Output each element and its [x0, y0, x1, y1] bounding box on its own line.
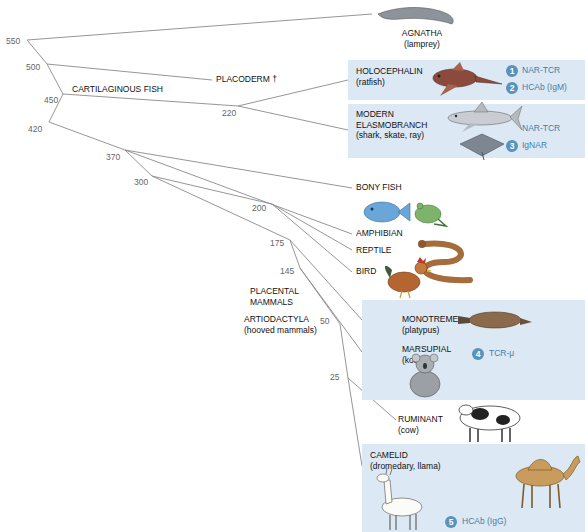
taxon-name: AMPHIBIAN — [356, 228, 426, 239]
frog-drawing — [415, 203, 446, 226]
taxon-name: PLACODERM † — [216, 74, 306, 85]
divergence-time: 450 — [44, 95, 64, 106]
taxon-band: CAMELID (dromedary, llama) HCAb (IgG) 5 — [362, 444, 585, 532]
antibody-label: HCAb (IgG) — [462, 516, 532, 527]
branch-line — [27, 14, 372, 40]
callout-number: 2 — [506, 82, 518, 94]
taxon-name: BONY FISH — [356, 182, 426, 193]
branch-line — [340, 324, 348, 378]
antibody-label: NAR-TCR — [522, 123, 582, 134]
callout-number: 1 — [506, 65, 518, 77]
taxon-name: CAMELID (dromedary, llama) — [370, 450, 450, 471]
cow-drawing — [459, 405, 520, 442]
divergence-time: 25 — [330, 372, 346, 383]
group-name: CARTILAGINOUS FISH — [72, 84, 202, 95]
taxon-name: REPTILE — [356, 245, 416, 256]
branch-line — [152, 176, 290, 240]
divergence-time: 300 — [134, 177, 154, 188]
taxon-name: BIRD — [356, 266, 396, 277]
divergence-time: 200 — [252, 203, 272, 214]
taxon-name: RUMINANT (cow) — [398, 414, 453, 435]
callout-digit: 4 — [472, 348, 484, 360]
branch-line — [125, 150, 352, 188]
snake-drawing — [418, 240, 470, 280]
divergence-time: 550 — [6, 36, 26, 47]
callout-number: 5 — [445, 516, 457, 528]
divergence-time: 220 — [222, 108, 242, 119]
group-name: PLACENTAL MAMMALS — [250, 286, 308, 307]
antibody-label: IgNAR — [522, 140, 582, 151]
branch-line — [63, 94, 238, 106]
branch-line — [27, 40, 47, 64]
rooster-drawing — [385, 257, 432, 298]
branch-line — [47, 64, 212, 80]
taxon-name: HOLOCEPHALIN (ratfish) — [356, 66, 431, 87]
taxon-name: MONOTREME (platypus) — [402, 314, 472, 335]
branch-line — [125, 150, 152, 176]
callout-number: 4 — [472, 348, 484, 360]
divergence-time: 500 — [26, 62, 46, 73]
antibody-label: TCR-μ — [489, 348, 549, 359]
branch-line — [152, 176, 272, 204]
branch-line — [290, 240, 362, 320]
callout-digit: 3 — [506, 140, 518, 152]
branch-line — [47, 64, 63, 94]
branch-line — [348, 378, 362, 466]
antibody-label: NAR-TCR — [522, 65, 582, 76]
divergence-time: 175 — [270, 238, 290, 249]
divergence-time: 145 — [280, 266, 300, 277]
divergence-time: 420 — [28, 124, 48, 135]
branch-line — [300, 268, 362, 352]
callout-digit: 1 — [506, 65, 518, 77]
lamprey-drawing — [378, 7, 453, 24]
taxon-name: AGNATHA (lamprey) — [392, 28, 452, 49]
taxon-band: MODERN ELASMOBRANCH (shark, skate, ray) N… — [348, 104, 585, 158]
callout-number: 3 — [506, 140, 518, 152]
group-name: ARTIODACTYLA (hooved mammals) — [244, 314, 320, 335]
taxon-band: MONOTREME (platypus) MARSUPIAL (koala) TCR… — [362, 300, 585, 400]
branch-line — [125, 150, 352, 234]
taxon-name: MODERN ELASMOBRANCH (shark, skate, ray) — [356, 109, 441, 141]
antibody-label: HCAb (IgM) — [522, 82, 582, 93]
divergence-time: 370 — [106, 152, 126, 163]
bony-fish-drawing — [364, 202, 410, 222]
branch-line — [238, 106, 348, 130]
branch-line — [49, 122, 125, 150]
divergence-time: 50 — [320, 316, 336, 327]
taxon-name: MARSUPIAL (koala) — [402, 344, 472, 365]
callout-digit: 5 — [445, 516, 457, 528]
branch-line — [290, 240, 300, 268]
taxon-band: HOLOCEPHALIN (ratfish) NAR-TCR HCAb (IgM) 1… — [348, 60, 585, 100]
callout-digit: 2 — [506, 82, 518, 94]
